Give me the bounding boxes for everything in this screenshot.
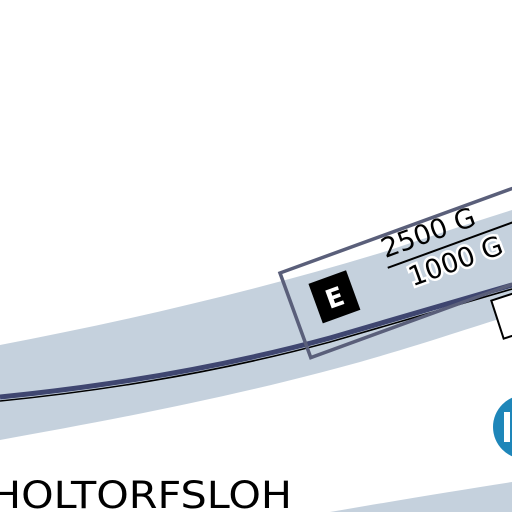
airspace-info-box-frame [277, 181, 512, 360]
airspace-band-lower [330, 482, 512, 512]
airspace-class-badge-icon [308, 270, 361, 324]
altitude-divider [387, 211, 512, 269]
partial-map-symbol-box-icon [490, 286, 512, 340]
place-label: HOLTORFSLOH [0, 474, 292, 512]
